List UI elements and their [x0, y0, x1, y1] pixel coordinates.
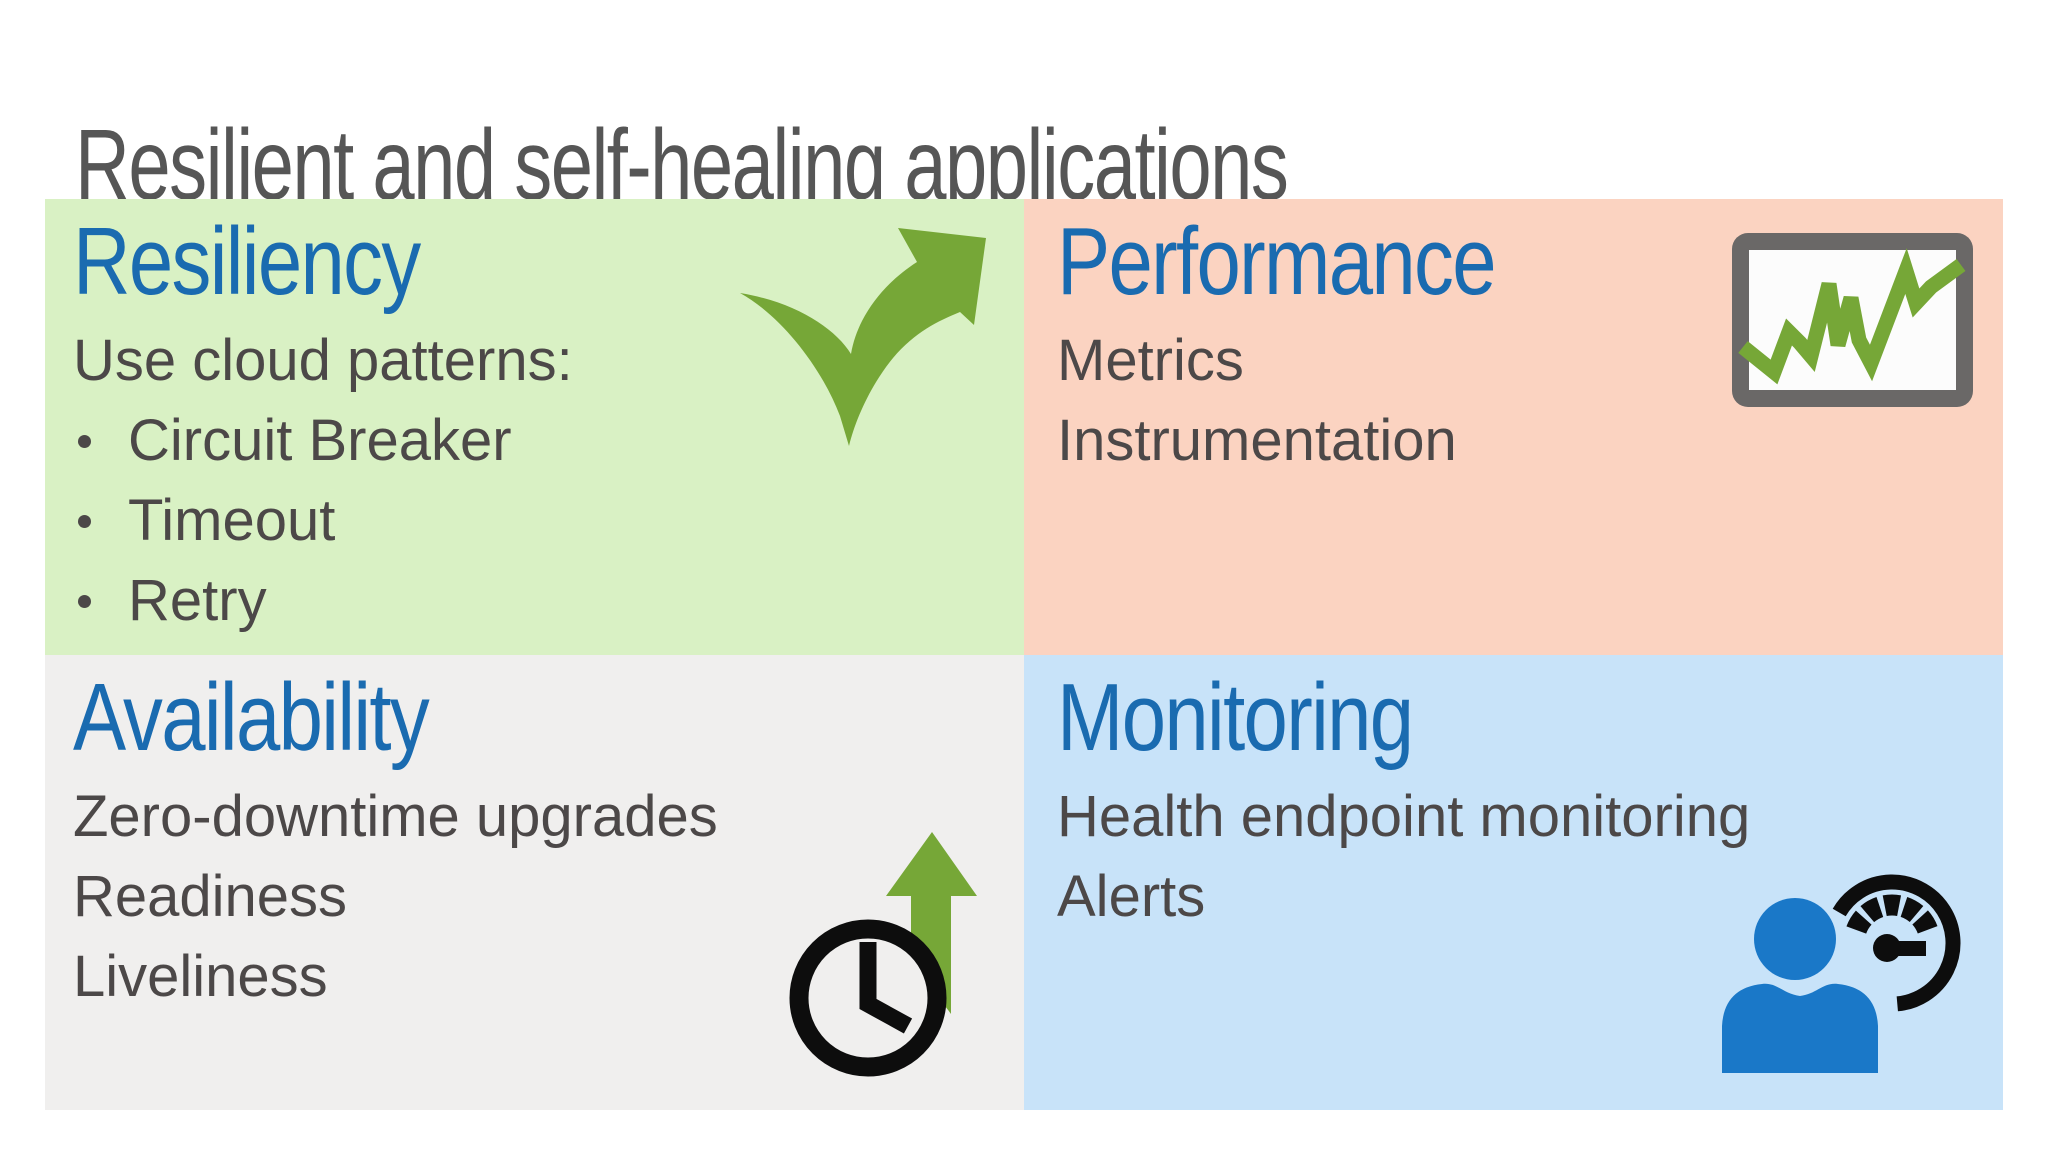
bullet-marker-cell [73, 594, 128, 608]
body-line: Metrics [1057, 328, 1244, 393]
bullet-dot [78, 514, 91, 528]
rebound-arrow-icon [740, 228, 986, 446]
list-item: Retry [73, 561, 1024, 641]
quadrant-performance: Performance Metrics Instrumentation [1024, 199, 2003, 655]
quadrant-title: Availability [73, 664, 430, 771]
bullet-dot [78, 594, 91, 608]
quadrant-title: Performance [1057, 208, 1497, 315]
body-line: Alerts [1057, 864, 1206, 929]
bullet-label: Retry [128, 568, 267, 633]
bullet-label: Timeout [128, 488, 336, 553]
quadrant-title: Resiliency [73, 208, 421, 315]
clock-uptime-icon [789, 832, 977, 1077]
quadrant-availability: Availability Zero-downtime upgrades Read… [45, 655, 1024, 1110]
body-line: Liveliness [73, 944, 328, 1009]
bullet-marker-cell [73, 514, 128, 528]
body-line: Readiness [73, 864, 348, 929]
user-gauge-icon [1722, 874, 1961, 1073]
list-item: Timeout [73, 481, 1024, 561]
bullet-dot [78, 434, 91, 448]
person-body [1722, 983, 1878, 1073]
quadrant-title: Monitoring [1057, 664, 1414, 771]
body-line: Health endpoint monitoring [1057, 784, 1751, 849]
quadrant-monitoring: Monitoring Health endpoint monitoring Al… [1024, 655, 2003, 1110]
quadrant-resiliency: Resiliency Use cloud patterns: Circuit B… [45, 199, 1024, 655]
body-line: Instrumentation [1057, 408, 1457, 473]
body-line: Zero-downtime upgrades [73, 784, 718, 849]
bullet-label: Circuit Breaker [128, 408, 512, 473]
list-item: Circuit Breaker [73, 401, 1024, 481]
chart-monitor-icon [1732, 233, 1973, 407]
person-head [1754, 898, 1836, 980]
bullet-marker-cell [73, 434, 128, 448]
up-arrow-icon [886, 832, 977, 1014]
intro-line: Use cloud patterns: [73, 328, 573, 393]
